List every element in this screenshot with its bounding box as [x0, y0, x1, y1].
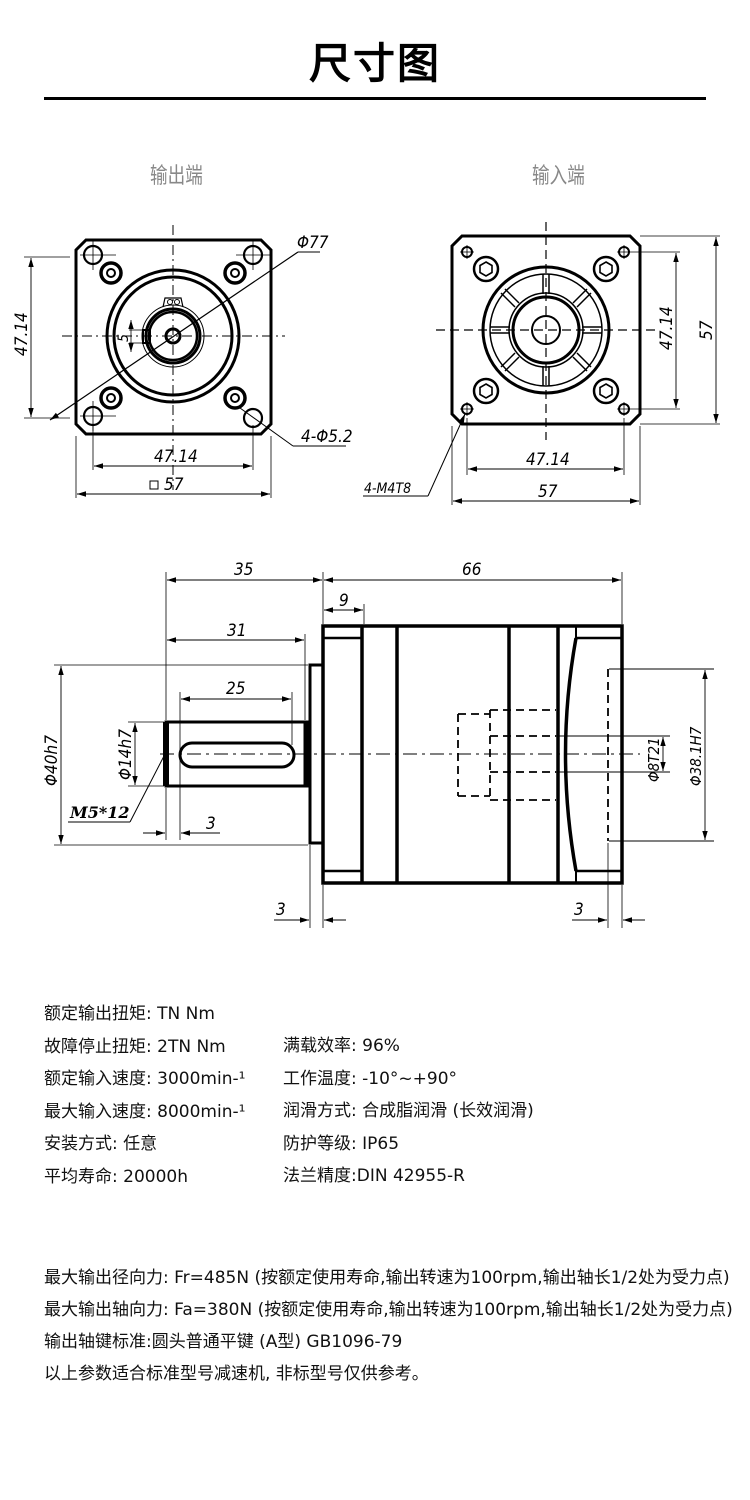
- input-flange-square: [450, 234, 642, 426]
- spec-row: 额定输入速度: 3000min-¹: [44, 1069, 246, 1089]
- spec-row: 防护等级: IP65: [283, 1133, 400, 1154]
- dim-input-threads: 4-M4T8: [364, 481, 411, 497]
- dim-key-width: 5: [116, 334, 132, 342]
- dim-shaft-len: 31: [227, 621, 246, 641]
- dim-input-height: 57: [697, 320, 717, 340]
- dim-pilot-step: 3: [276, 900, 286, 920]
- spec-row: 平均寿命: 20000h: [44, 1166, 188, 1187]
- keyway: [178, 741, 296, 769]
- dim-shaft-total: 35: [234, 560, 253, 580]
- spec-row: 最大输入速度: 8000min-¹: [44, 1101, 246, 1122]
- note-axial-force: 最大输出轴向力: Fa=380N (按额定使用寿命,输出转速为100rpm,输出…: [44, 1300, 733, 1320]
- spec-row: 安装方式: 任意: [44, 1134, 158, 1154]
- dim-output-holes: 4-Φ5.2: [301, 427, 353, 447]
- note-radial-force: 最大输出径向力: Fr=485N (按额定使用寿命,输出转速为100rpm,输出…: [44, 1268, 730, 1288]
- dim-shaft-dia: Φ14h7: [116, 729, 136, 780]
- specs-left: 额定输出扭矩: TN Nm 故障停止扭矩: 2TN Nm 额定输入速度: 300…: [44, 998, 245, 1193]
- side-view: [54, 572, 714, 928]
- page-title: 尺寸图: [308, 39, 441, 88]
- hidden-lines: [457, 669, 609, 841]
- dim-pilot-dia: Φ40h7: [42, 735, 62, 786]
- dim-output-bolt-v: 47.14: [12, 312, 32, 356]
- title-divider: [44, 97, 706, 100]
- input-end-label: 输入端: [532, 164, 585, 189]
- dim-input-bore: Φ8T21: [645, 737, 663, 782]
- spec-row: 润滑方式: 合成脂润滑 (长效润滑): [283, 1101, 534, 1121]
- spec-row: 满载效率: 96%: [283, 1036, 400, 1056]
- specs-right: 满载效率: 96% 工作温度: -10°~+90° 润滑方式: 合成脂润滑 (长…: [283, 1030, 534, 1193]
- note-disclaimer: 以上参数适合标准型号减速机, 非标型号仅供参考。: [44, 1364, 429, 1384]
- input-bore: [531, 315, 561, 345]
- dim-output-square: 57: [164, 475, 184, 495]
- note-key-standard: 输出轴键标准:圆头普通平键 (A型) GB1096-79: [44, 1332, 403, 1352]
- dim-flange-diameter: Φ77: [297, 233, 329, 253]
- adapter-ribs: [490, 274, 602, 386]
- output-flange-outer-ring: [105, 268, 241, 404]
- bolt-counterbores: [99, 261, 247, 410]
- dim-body-length: 66: [462, 560, 482, 580]
- output-end-view: [24, 225, 346, 498]
- spec-row: 故障停止扭矩: 2TN Nm: [44, 1036, 226, 1057]
- dimension-drawing: Φ77 4-Φ5.2 47.14 47.14 57 5: [12, 222, 720, 928]
- dim-rear-step: 3: [574, 900, 584, 920]
- output-end-label: 输出端: [150, 164, 203, 189]
- dim-key-len: 25: [226, 679, 245, 699]
- square-symbol-icon: [149, 480, 159, 490]
- spec-row: 工作温度: -10°~+90°: [283, 1068, 458, 1089]
- dim-input-bolt-h: 47.14: [526, 450, 570, 470]
- center-hole: [164, 327, 182, 345]
- dim-input-bolt-v: 47.14: [657, 306, 677, 350]
- dim-key-offset: 3: [206, 814, 216, 834]
- dim-input-pilot: Φ38.1H7: [687, 726, 705, 786]
- dim-input-width: 57: [538, 482, 558, 502]
- shaft-key: [142, 329, 151, 344]
- dim-output-bolt-h: 47.14: [154, 447, 198, 467]
- dim-flange-thick: 9: [339, 591, 349, 611]
- socket-screws: [472, 255, 620, 405]
- spec-row: 法兰精度:DIN 42955-R: [283, 1166, 465, 1186]
- output-flange-square: [74, 238, 273, 436]
- input-end-view: [363, 222, 720, 505]
- dim-center-hole: M5*12: [69, 803, 129, 822]
- spec-row: 额定输出扭矩: TN Nm: [44, 1004, 215, 1024]
- notes: 最大输出径向力: Fr=485N (按额定使用寿命,输出转速为100rpm,输出…: [44, 1262, 733, 1390]
- output-pilot: [308, 663, 325, 845]
- input-adapter-ring: [481, 265, 611, 395]
